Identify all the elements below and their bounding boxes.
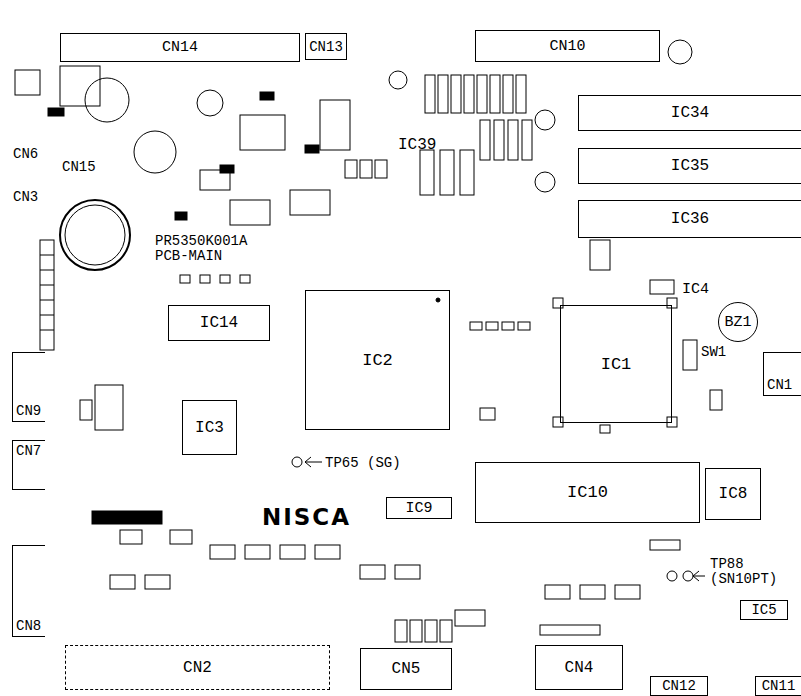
- component-outline: IC14: [168, 305, 270, 341]
- part-designator: CN2: [183, 660, 212, 676]
- test-point-label: TP88 (SN10PT): [710, 557, 770, 586]
- part-designator: CN9: [16, 404, 41, 418]
- board-label: IC4: [682, 282, 709, 298]
- part-designator: IC1: [601, 356, 632, 373]
- connector-outline: CN13: [305, 33, 347, 60]
- board-label: CN3: [13, 190, 38, 205]
- component-outline: IC8: [705, 468, 761, 520]
- part-designator: CN1: [767, 378, 792, 392]
- board-label: CN15: [62, 160, 96, 175]
- connector-outline: CN5: [360, 648, 452, 690]
- part-designator: BZ1: [724, 315, 751, 330]
- part-designator: CN13: [309, 40, 343, 54]
- part-designator: IC5: [751, 603, 776, 617]
- board-label: IC39: [398, 137, 436, 154]
- component-outline: IC5: [740, 600, 788, 620]
- component-outline: IC2: [305, 290, 450, 430]
- part-designator: IC8: [719, 486, 748, 502]
- component-outline: IC3: [182, 400, 237, 455]
- board-part-number: PR5350K001A PCB-MAIN: [155, 234, 265, 263]
- part-designator: IC3: [195, 420, 224, 436]
- maker-logo: NISCA: [262, 505, 351, 529]
- connector-outline: CN12: [650, 676, 708, 696]
- connector-outline: CN7: [12, 440, 45, 490]
- part-designator: IC14: [200, 315, 238, 331]
- component-outline: IC9: [386, 497, 452, 519]
- connector-outline: CN9: [12, 352, 45, 422]
- connector-outline: CN14: [60, 33, 300, 62]
- part-designator: IC36: [671, 211, 709, 227]
- part-designator: IC2: [362, 352, 393, 369]
- part-designator: CN12: [662, 679, 696, 693]
- connector-outline: CN4: [535, 645, 623, 690]
- component-outline: IC34: [578, 95, 801, 131]
- part-designator: CN4: [565, 660, 594, 676]
- part-designator: IC35: [671, 158, 709, 174]
- connector-outline: CN8: [12, 545, 45, 637]
- component-outline: IC1: [560, 305, 672, 423]
- part-designator: IC9: [405, 501, 432, 516]
- connector-outline: CN11: [755, 676, 801, 696]
- part-designator: CN5: [392, 661, 421, 677]
- component-outline: IC35: [578, 148, 801, 184]
- part-designator: IC10: [567, 484, 608, 501]
- board-label: SW1: [701, 345, 726, 360]
- component-outline: IC10: [475, 462, 700, 523]
- connector-outline: CN2: [65, 645, 330, 690]
- component-outline: BZ1: [718, 302, 758, 342]
- part-designator: IC34: [671, 105, 709, 121]
- board-label: CN6: [13, 147, 38, 162]
- part-designator: CN7: [16, 444, 41, 458]
- component-outline: IC36: [578, 200, 801, 238]
- part-designator: CN8: [16, 619, 41, 633]
- part-designator: CN10: [549, 39, 585, 54]
- connector-outline: CN1: [763, 352, 801, 396]
- part-designator: CN14: [162, 40, 198, 55]
- connector-outline: CN10: [475, 30, 660, 62]
- test-point-label: TP65 (SG): [325, 456, 401, 471]
- part-designator: CN11: [762, 679, 796, 693]
